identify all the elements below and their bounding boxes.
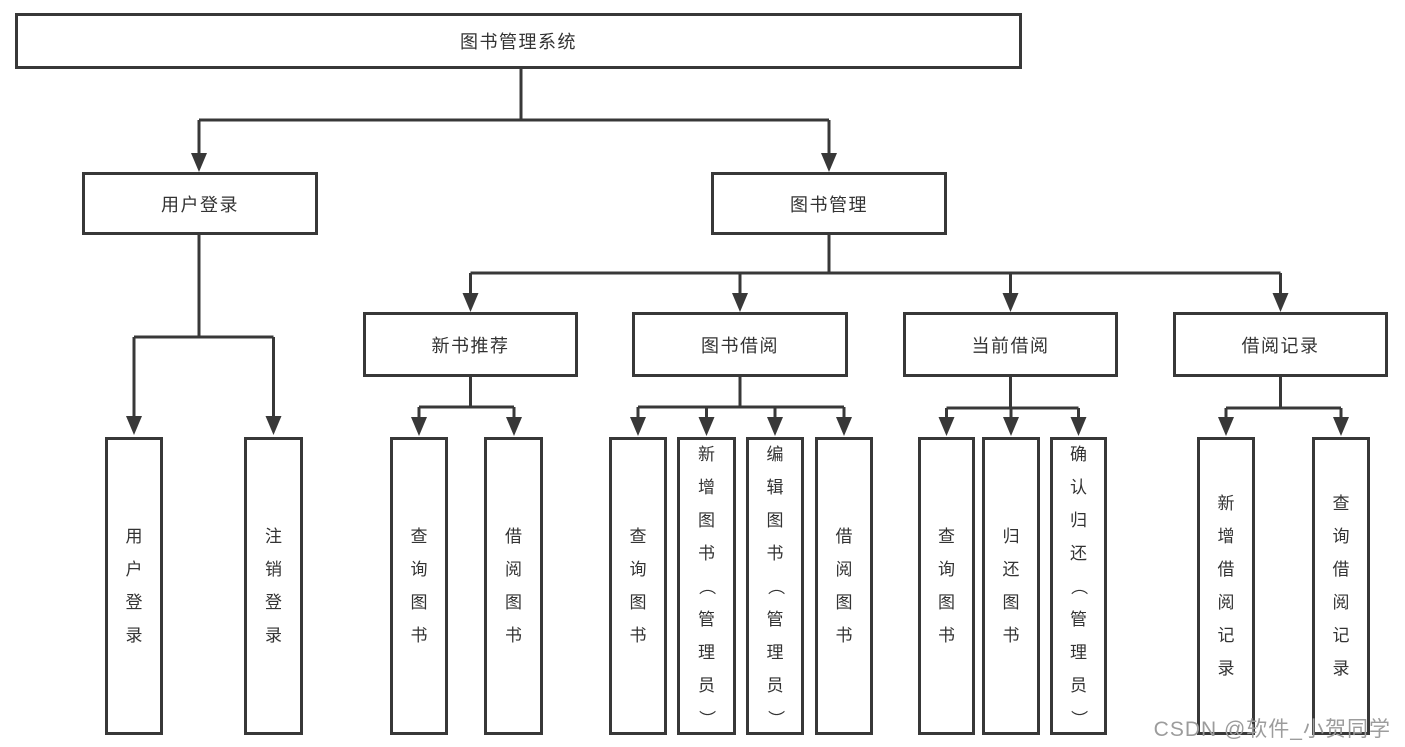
- node-label: 图书管理系统: [460, 32, 577, 52]
- node-label: 编辑图书（管理员）: [765, 444, 785, 727]
- node-label: 确认归还（管理员）: [1069, 444, 1088, 727]
- watermark-text: CSDN @软件_小贺同学: [1153, 718, 1391, 741]
- node-label: 查询图书: [410, 527, 428, 645]
- node-query-books-borrowing: 查询图书: [609, 437, 667, 735]
- node-borrow-books-recommend: 借阅图书: [484, 437, 543, 735]
- node-borrowing-records: 借阅记录: [1173, 312, 1388, 377]
- node-add-borrow-record: 新增借阅记录: [1197, 437, 1255, 735]
- node-label: 当前借阅: [971, 335, 1050, 356]
- node-user-login-leaf: 用户登录: [105, 437, 163, 735]
- node-label: 用户登录: [161, 194, 239, 215]
- arrowheads-group: [126, 120, 1349, 436]
- node-confirm-return-admin: 确认归还（管理员）: [1050, 437, 1107, 735]
- connector-trunk-lines: [134, 69, 1341, 410]
- node-user-login: 用户登录: [82, 172, 318, 235]
- node-label: 借阅图书: [505, 527, 522, 645]
- node-edit-book-admin: 编辑图书（管理员）: [746, 437, 804, 735]
- node-query-books-recommend: 查询图书: [390, 437, 448, 735]
- node-label: 查询图书: [938, 527, 955, 645]
- node-current-borrowing: 当前借阅: [903, 312, 1118, 377]
- node-label: 注销登录: [265, 527, 282, 645]
- node-logout: 注销登录: [244, 437, 303, 735]
- node-book-borrowing: 图书借阅: [632, 312, 848, 377]
- node-label: 用户登录: [125, 527, 143, 645]
- node-return-books: 归还图书: [982, 437, 1040, 735]
- node-label: 新增图书（管理员）: [697, 444, 716, 727]
- node-borrow-books-borrowing: 借阅图书: [815, 437, 873, 735]
- node-label: 查询图书: [629, 527, 647, 645]
- node-book-management: 图书管理: [711, 172, 947, 235]
- node-add-book-admin: 新增图书（管理员）: [677, 437, 736, 735]
- node-new-book-recommendation: 新书推荐: [363, 312, 578, 377]
- node-query-books-current: 查询图书: [918, 437, 975, 735]
- node-label: 图书管理: [790, 194, 868, 215]
- node-label: 图书借阅: [701, 335, 779, 356]
- node-library-management-system: 图书管理系统: [15, 13, 1022, 69]
- node-label: 借阅记录: [1241, 335, 1320, 356]
- node-query-borrow-record: 查询借阅记录: [1312, 437, 1370, 735]
- node-label: 新书推荐: [431, 335, 510, 356]
- node-label: 归还图书: [1002, 527, 1020, 645]
- node-label: 借阅图书: [835, 527, 853, 645]
- node-label: 查询借阅记录: [1332, 494, 1350, 678]
- node-label: 新增借阅记录: [1217, 494, 1235, 678]
